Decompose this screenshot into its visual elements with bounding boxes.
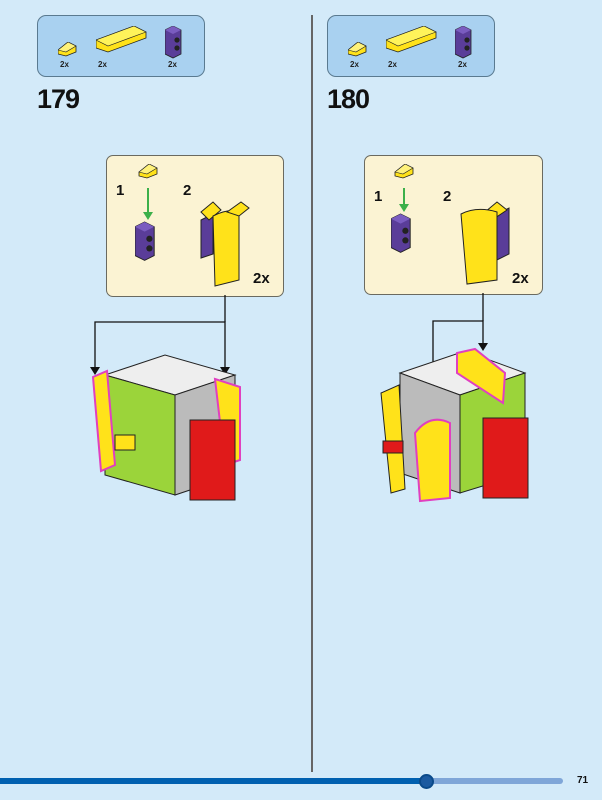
part-qty: 2x	[388, 60, 397, 69]
part-qty: 2x	[98, 60, 107, 69]
yellow-slope-part-icon	[58, 42, 77, 57]
substep-number: 1	[374, 188, 383, 205]
substep-2-illustration	[200, 201, 250, 287]
model-illustration-179	[90, 295, 241, 501]
parts-list-179: 2x 2x 2x	[37, 15, 205, 77]
column-divider	[311, 15, 313, 772]
multiplier: 2x	[512, 270, 529, 287]
substep-2-illustration	[460, 201, 510, 285]
yellow-slope-part-icon	[348, 42, 367, 57]
yellow-curved-slope-part-icon	[96, 26, 147, 53]
step-number: 180	[327, 84, 370, 114]
substep-number: 1	[116, 182, 125, 199]
progress-fill	[0, 778, 427, 784]
purple-brick-part-icon	[455, 26, 472, 59]
model-illustration-180	[380, 293, 529, 503]
part-qty: 2x	[60, 60, 69, 69]
sub-assembly-callout: 1 2 2x	[106, 155, 284, 297]
purple-brick-part-icon	[165, 26, 182, 59]
substep-number: 2	[183, 182, 192, 199]
step-number: 179	[37, 84, 80, 114]
part-qty: 2x	[458, 60, 467, 69]
sub-assembly-callout: 1 2 2x	[364, 155, 543, 295]
substep-1-illustration	[391, 164, 414, 253]
part-qty: 2x	[350, 60, 359, 69]
part-qty: 2x	[168, 60, 177, 69]
page-number: 71	[577, 775, 589, 786]
parts-list-180: 2x 2x 2x	[327, 15, 495, 77]
multiplier: 2x	[253, 270, 270, 287]
substep-1-illustration	[135, 164, 158, 261]
yellow-curved-slope-part-icon	[386, 26, 437, 53]
progress-knob[interactable]	[419, 774, 435, 789]
substep-number: 2	[443, 188, 452, 205]
